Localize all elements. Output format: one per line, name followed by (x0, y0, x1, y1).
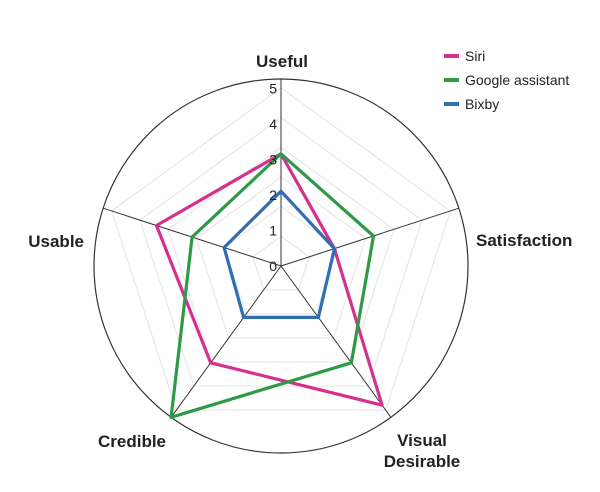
radar-axis-lines (103, 79, 459, 418)
grid-ring (252, 235, 310, 291)
grid-ring (111, 87, 451, 411)
axis-line (280, 207, 459, 267)
legend-label: Google assistant (465, 72, 569, 88)
radar-series (154, 152, 384, 419)
axis-line (170, 265, 282, 418)
legend-label: Siri (465, 48, 485, 64)
tick-label: 2 (269, 187, 277, 203)
radial-tick-labels: 0 1 2 3 4 5 (269, 80, 277, 274)
grid-ring (139, 116, 423, 387)
axis-label: Credible (98, 432, 166, 451)
grid-ring (195, 176, 367, 339)
tick-label: 5 (269, 80, 277, 96)
series-polygon (222, 189, 336, 319)
axis-label: Satisfaction (476, 231, 572, 250)
tick-label: 1 (269, 223, 277, 239)
legend-label: Bixby (465, 96, 499, 112)
tick-label: 4 (269, 116, 277, 132)
axis-label: Usable (28, 232, 84, 251)
series-polygon (154, 152, 384, 407)
tick-label: 3 (269, 151, 277, 167)
tick-label: 0 (269, 258, 277, 274)
series-polygon (169, 152, 376, 419)
axis-label: Useful (256, 52, 308, 71)
grid-ring (167, 146, 395, 363)
axis-line (280, 265, 392, 418)
